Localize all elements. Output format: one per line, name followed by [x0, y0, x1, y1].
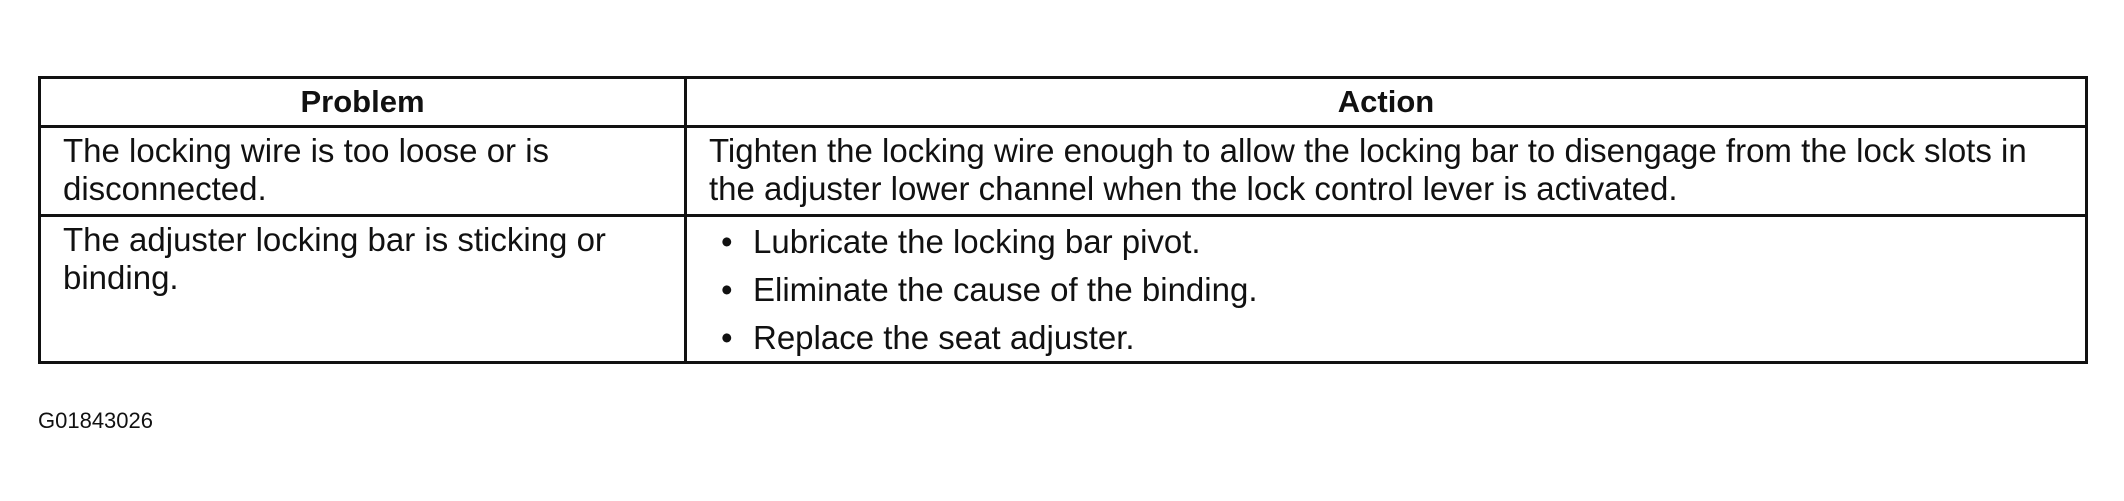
problem-cell: The locking wire is too loose or is disc…: [38, 125, 687, 217]
list-item: • Replace the seat adjuster.: [709, 319, 2073, 357]
column-header-problem: Problem: [38, 76, 687, 128]
action-list: • Lubricate the locking bar pivot. • Eli…: [709, 223, 2073, 357]
column-header-action: Action: [684, 76, 2088, 128]
figure-id-label: G01843026: [38, 408, 153, 433]
action-cell: Tighten the locking wire enough to allow…: [684, 125, 2088, 217]
list-item-text: Eliminate the cause of the binding.: [753, 271, 1258, 308]
list-item: • Lubricate the locking bar pivot.: [709, 223, 2073, 261]
list-item: • Eliminate the cause of the binding.: [709, 271, 2073, 309]
problem-cell: The adjuster locking bar is sticking or …: [38, 214, 687, 364]
bullet-icon: •: [721, 223, 733, 260]
troubleshooting-table: Problem Action The locking wire is too l…: [38, 76, 2088, 364]
action-list-cell: • Lubricate the locking bar pivot. • Eli…: [684, 214, 2088, 364]
bullet-icon: •: [721, 319, 733, 356]
table-row: The adjuster locking bar is sticking or …: [38, 214, 2088, 364]
list-item-text: Lubricate the locking bar pivot.: [753, 223, 1201, 260]
bullet-icon: •: [721, 271, 733, 308]
list-item-text: Replace the seat adjuster.: [753, 319, 1135, 356]
table-row: The locking wire is too loose or is disc…: [38, 125, 2088, 217]
troubleshooting-table-container: Problem Action The locking wire is too l…: [38, 76, 2088, 364]
table-header-row: Problem Action: [38, 76, 2088, 128]
